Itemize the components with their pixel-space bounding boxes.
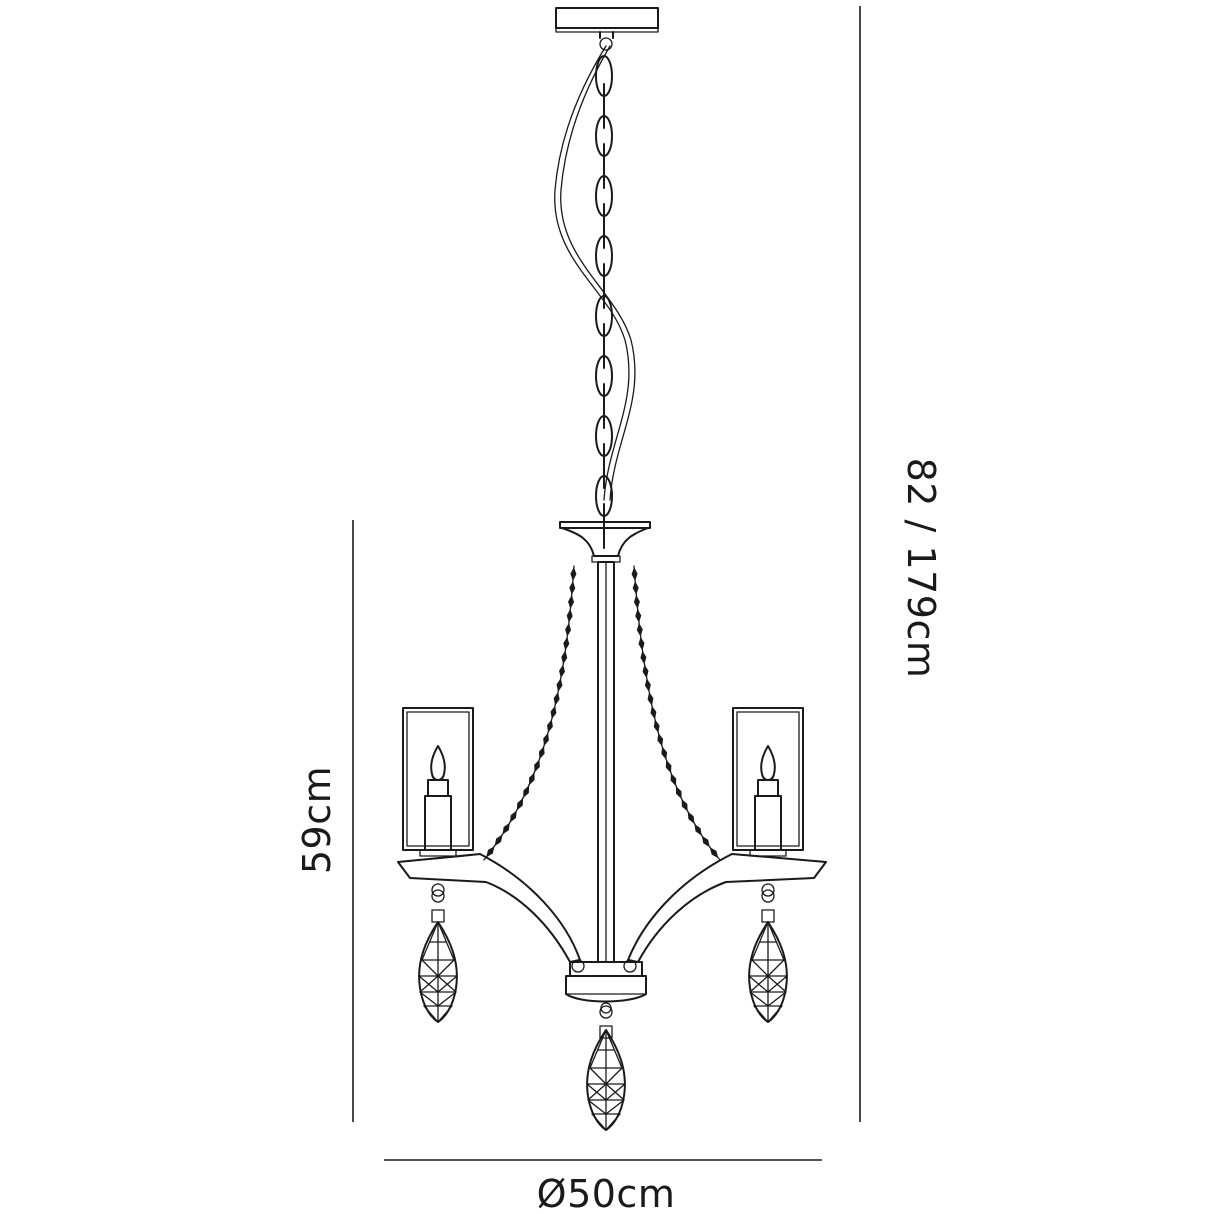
swag-bead [562,636,571,651]
power-cable [554,45,636,501]
swag-bead [678,797,691,813]
swag-bead [536,745,547,761]
body-height-label: 59cm [295,766,339,874]
ceiling-plate [555,7,659,51]
swag-bead [552,691,562,707]
swag-bead [655,732,666,748]
curved-arms [397,853,827,963]
swag-bead [632,580,640,596]
swag-bead [555,677,564,693]
swag-bead [685,810,698,826]
swag-bead [639,650,648,665]
overall-height-label: 82 / 179cm [899,458,943,679]
decorative-swag-chains [483,565,721,861]
swag-bead [520,784,532,800]
swag-bead [569,566,577,582]
swag-bead [641,663,650,679]
swag-bead [634,608,642,624]
left-crystal-drop [418,883,458,1023]
swag-bead [526,771,538,787]
swag-bead [568,580,576,596]
swag-bead [668,771,679,788]
swag-bead [531,758,543,774]
swag-bead [659,745,670,761]
center-crystal-drop [586,1002,626,1131]
swag-bead [646,691,655,707]
bottom-hub [565,959,647,1003]
swag-bead [545,718,555,734]
swag-bead [492,832,505,848]
swag-bead [652,718,662,734]
swag-bead [514,796,526,812]
swag-bead [565,608,574,624]
swag-bead [631,566,639,582]
swag-bead [691,822,705,838]
swag-bead [499,821,513,837]
swag-bead [548,704,559,720]
swag-bead [567,594,575,610]
swag-bead [643,677,653,693]
swag-bead [560,650,569,665]
swag-bead [557,663,567,679]
swag-bead [564,622,572,638]
swag-bead [507,809,520,825]
swag-bead [633,594,641,610]
swag-bead [648,705,658,721]
diameter-label: Ø50cm [537,1172,676,1214]
swag-bead [636,622,644,638]
swag-bead [541,731,551,747]
left-candle-light [402,707,474,857]
swag-bead [663,758,674,775]
right-candle-light [732,707,804,857]
right-crystal-drop [748,883,788,1023]
swag-bead [673,784,685,801]
central-stem [597,561,615,963]
suspension-chain [595,55,613,549]
swag-bead [637,636,646,651]
